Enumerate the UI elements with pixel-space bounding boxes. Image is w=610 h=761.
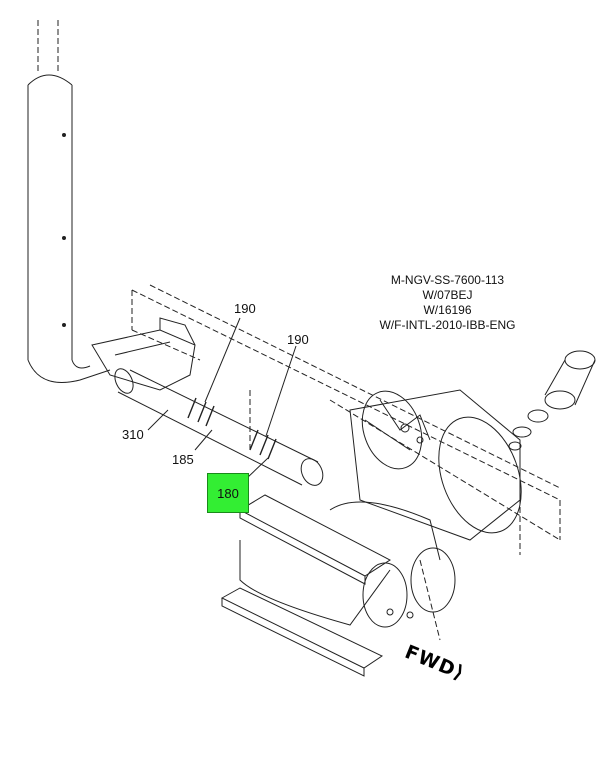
callout-190-lower[interactable]: 190 bbox=[287, 332, 309, 347]
frame-rails bbox=[131, 284, 561, 641]
reference-line: M-NGV-SS-7600-113 bbox=[390, 273, 505, 287]
pipe-mount-bracket bbox=[91, 317, 196, 391]
callout-185[interactable]: 185 bbox=[172, 452, 194, 467]
reference-line: W/07BEJ bbox=[422, 288, 473, 302]
filter-cartridge bbox=[508, 350, 596, 451]
air-tanks bbox=[239, 501, 456, 628]
aftertreatment-canister bbox=[349, 389, 522, 541]
upper-step bbox=[238, 494, 391, 585]
lower-step bbox=[220, 587, 384, 677]
callout-180-highlighted[interactable]: 180 bbox=[207, 473, 249, 513]
callout-310[interactable]: 310 bbox=[122, 427, 144, 442]
leader-lines bbox=[147, 317, 297, 479]
horizontal-exhaust-pipe bbox=[114, 368, 324, 486]
pipe-clamp bbox=[187, 397, 277, 460]
vertical-stack-pipe bbox=[27, 20, 111, 383]
reference-code-block: M-NGV-SS-7600-113 W/07BEJ W/16196 W/F-IN… bbox=[360, 273, 535, 333]
reference-line: W/F-INTL-2010-IBB-ENG bbox=[379, 318, 516, 332]
callout-180-label: 180 bbox=[217, 485, 239, 501]
reference-line: W/16196 bbox=[423, 303, 472, 317]
callout-190-upper[interactable]: 190 bbox=[234, 301, 256, 316]
